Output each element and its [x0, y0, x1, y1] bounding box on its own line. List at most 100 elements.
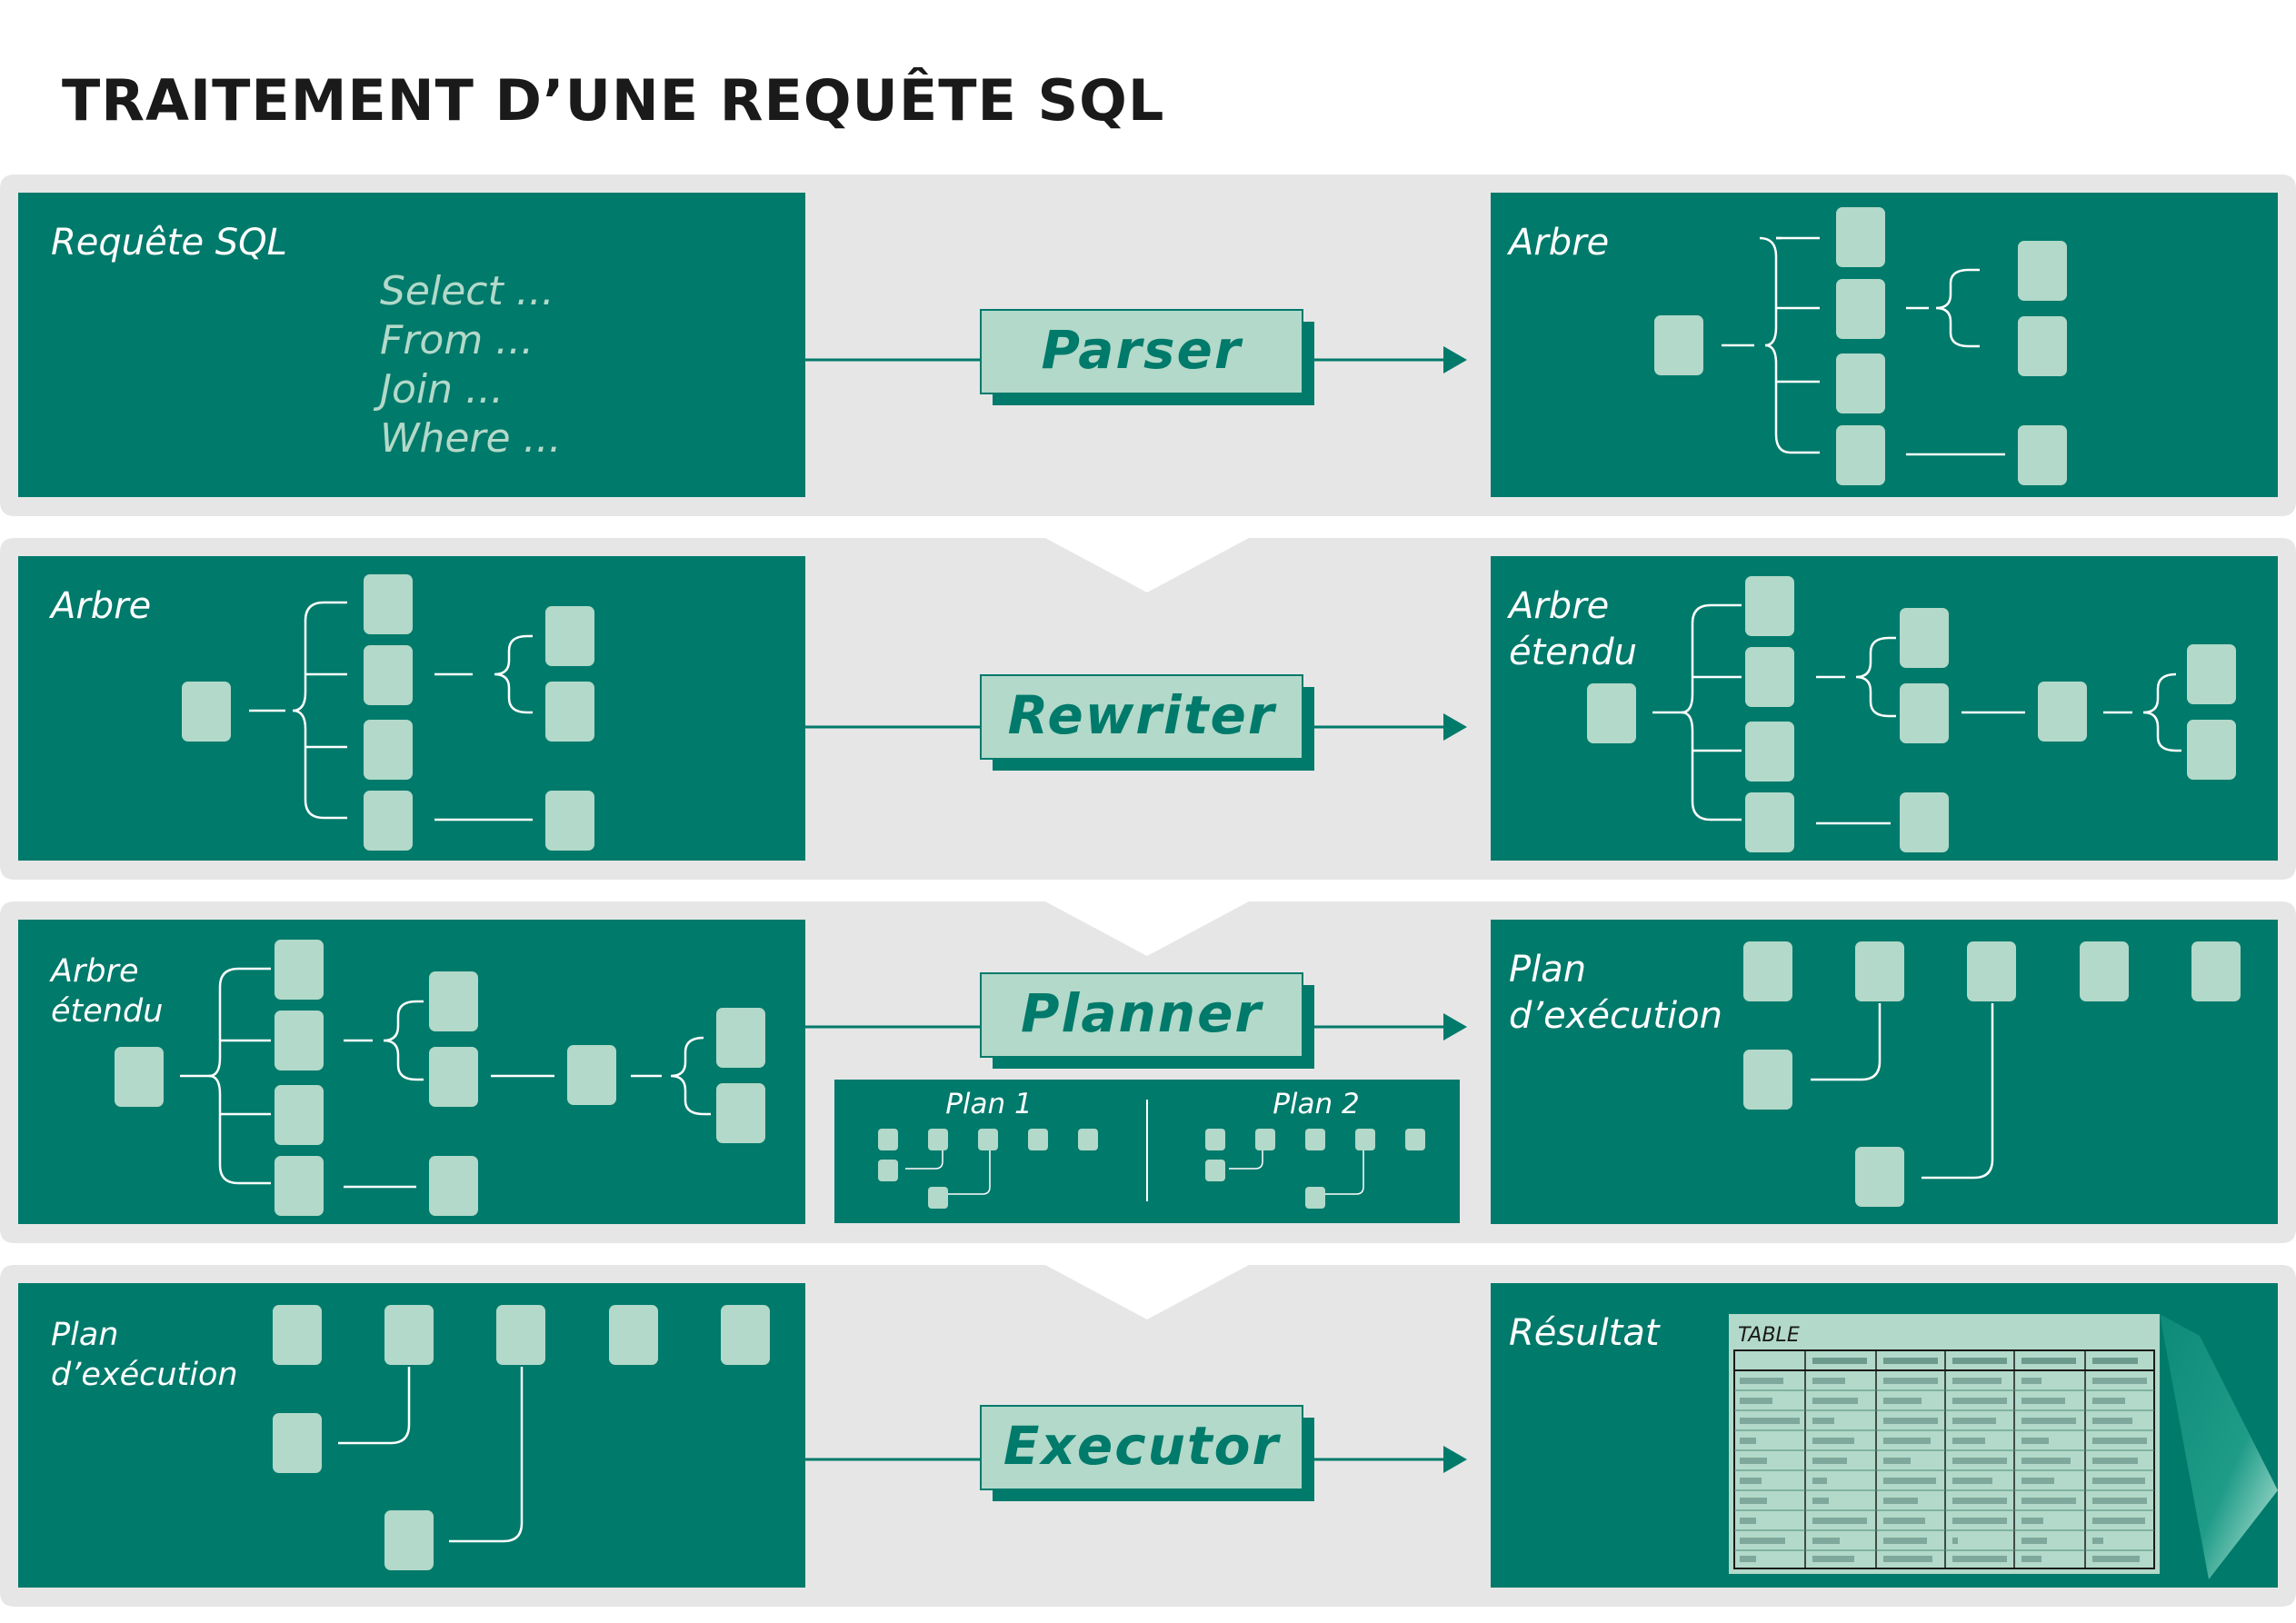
- plan-node: [1855, 1147, 1904, 1207]
- plan-node: [1967, 941, 2016, 1001]
- tree-node: [1900, 608, 1949, 668]
- sql-line-select: Select ...: [380, 268, 554, 314]
- plan-node: [1205, 1129, 1225, 1150]
- stage-box-parser: [980, 309, 1303, 394]
- candidate-plan-1: [878, 1129, 1098, 1209]
- tree-node: [1836, 353, 1885, 413]
- stage-name-executor: Executor: [1003, 1415, 1282, 1477]
- arrow-head-icon: [1443, 346, 1467, 373]
- tree-node: [545, 682, 594, 742]
- tree-node: [182, 682, 231, 742]
- plan-node: [384, 1510, 434, 1570]
- tree-node: [2038, 682, 2087, 742]
- plan-node: [1355, 1129, 1375, 1150]
- candidate-plan-2-label: Plan 2: [1273, 1088, 1360, 1120]
- plan-node: [928, 1187, 948, 1209]
- input-label-line-2: d’exécution: [51, 1357, 238, 1393]
- sql-line-join: Join ...: [373, 366, 504, 413]
- tree-node: [545, 606, 594, 666]
- plan-node: [1743, 1050, 1792, 1110]
- plan-node: [721, 1305, 770, 1365]
- tree-diagram: [1722, 236, 2005, 456]
- arrow-head-icon: [1443, 1013, 1467, 1041]
- plan-node: [1078, 1129, 1098, 1150]
- input-label-line-2: étendu: [51, 993, 163, 1030]
- plan-node: [1743, 941, 1792, 1001]
- plan-node: [1305, 1187, 1325, 1209]
- row-executor: Plan d’exécution Executor Résultat TABLE: [18, 1283, 2278, 1588]
- tree-node: [567, 1045, 616, 1105]
- tree-node: [275, 1156, 324, 1216]
- tree-node: [275, 1011, 324, 1070]
- tree-node: [364, 574, 413, 634]
- tree-node: [1654, 315, 1703, 375]
- plan-node: [978, 1129, 998, 1150]
- stage-box-rewriter: [980, 674, 1303, 760]
- candidate-plan-1-label: Plan 1: [945, 1088, 1033, 1120]
- tree-node: [1587, 683, 1636, 743]
- input-label-line-1: Plan: [51, 1317, 118, 1353]
- tree-node: [545, 791, 594, 851]
- tree-node: [2018, 316, 2067, 376]
- input-label: Arbre: [48, 585, 151, 627]
- output-label-line-1: Arbre: [1506, 585, 1609, 627]
- tree-node: [1745, 576, 1794, 636]
- stage-name-planner: Planner: [1021, 982, 1263, 1044]
- output-label: Résultat: [1509, 1312, 1661, 1354]
- tree-node: [1900, 792, 1949, 852]
- stage-box-planner: [980, 972, 1303, 1058]
- output-label-line-1: Plan: [1509, 949, 1586, 991]
- tree-node: [1836, 425, 1885, 485]
- plan-node: [878, 1160, 898, 1181]
- plan-node: [878, 1129, 898, 1150]
- tree-node: [1745, 792, 1794, 852]
- plan-node: [2191, 941, 2241, 1001]
- output-label-line-2: d’exécution: [1509, 995, 1722, 1037]
- tree-node: [2187, 644, 2236, 704]
- plan-node: [1028, 1129, 1048, 1150]
- tree-node: [1900, 683, 1949, 743]
- input-panel-sql: [18, 193, 805, 497]
- tree-node: [275, 940, 324, 1000]
- tree-node: [2187, 720, 2236, 780]
- input-label-line-1: Arbre: [49, 953, 138, 990]
- output-label: Arbre: [1506, 222, 1609, 264]
- tree-diagram: [249, 601, 533, 821]
- output-label-line-2: étendu: [1509, 632, 1637, 673]
- tree-node: [1745, 647, 1794, 707]
- plan-node: [1255, 1129, 1275, 1150]
- tree-node: [1836, 279, 1885, 339]
- page-title: TRAITEMENT D’UNE REQUÊTE SQL: [62, 67, 1164, 134]
- tree-node: [1836, 207, 1885, 267]
- tree-node: [115, 1047, 164, 1107]
- execution-plan-diagram: [338, 1367, 524, 1543]
- plan-node: [928, 1129, 948, 1150]
- tree-node: [364, 791, 413, 851]
- plan-node: [2080, 941, 2129, 1001]
- plan-node: [1305, 1129, 1325, 1150]
- tree-diagram: [1652, 603, 2181, 825]
- tree-node: [716, 1008, 765, 1068]
- sql-line-from: From ...: [380, 317, 534, 363]
- result-table-grid: [1733, 1349, 2155, 1569]
- arrow-head-icon: [1443, 1446, 1467, 1473]
- sql-line-where: Where ...: [380, 415, 562, 462]
- stage-name-rewriter: Rewriter: [1008, 684, 1277, 746]
- arrow-head-icon: [1443, 713, 1467, 741]
- tree-node: [2018, 425, 2067, 485]
- tree-diagram: [180, 967, 711, 1189]
- tree-node: [364, 645, 413, 705]
- tree-node: [1745, 722, 1794, 782]
- stage-box-executor: [980, 1405, 1303, 1490]
- tree-node: [716, 1083, 765, 1143]
- plan-node: [1405, 1129, 1425, 1150]
- execution-plan-diagram: [1811, 1003, 1994, 1180]
- plan-node: [496, 1305, 545, 1365]
- tree-node: [429, 1156, 478, 1216]
- candidate-plan-2: [1205, 1129, 1425, 1209]
- plan-node: [273, 1413, 322, 1473]
- plan-node: [1855, 941, 1904, 1001]
- stage-name-parser: Parser: [1041, 319, 1243, 381]
- plan-node: [609, 1305, 658, 1365]
- row-parser: Requête SQL Select ... From ... Join ...…: [18, 193, 2278, 497]
